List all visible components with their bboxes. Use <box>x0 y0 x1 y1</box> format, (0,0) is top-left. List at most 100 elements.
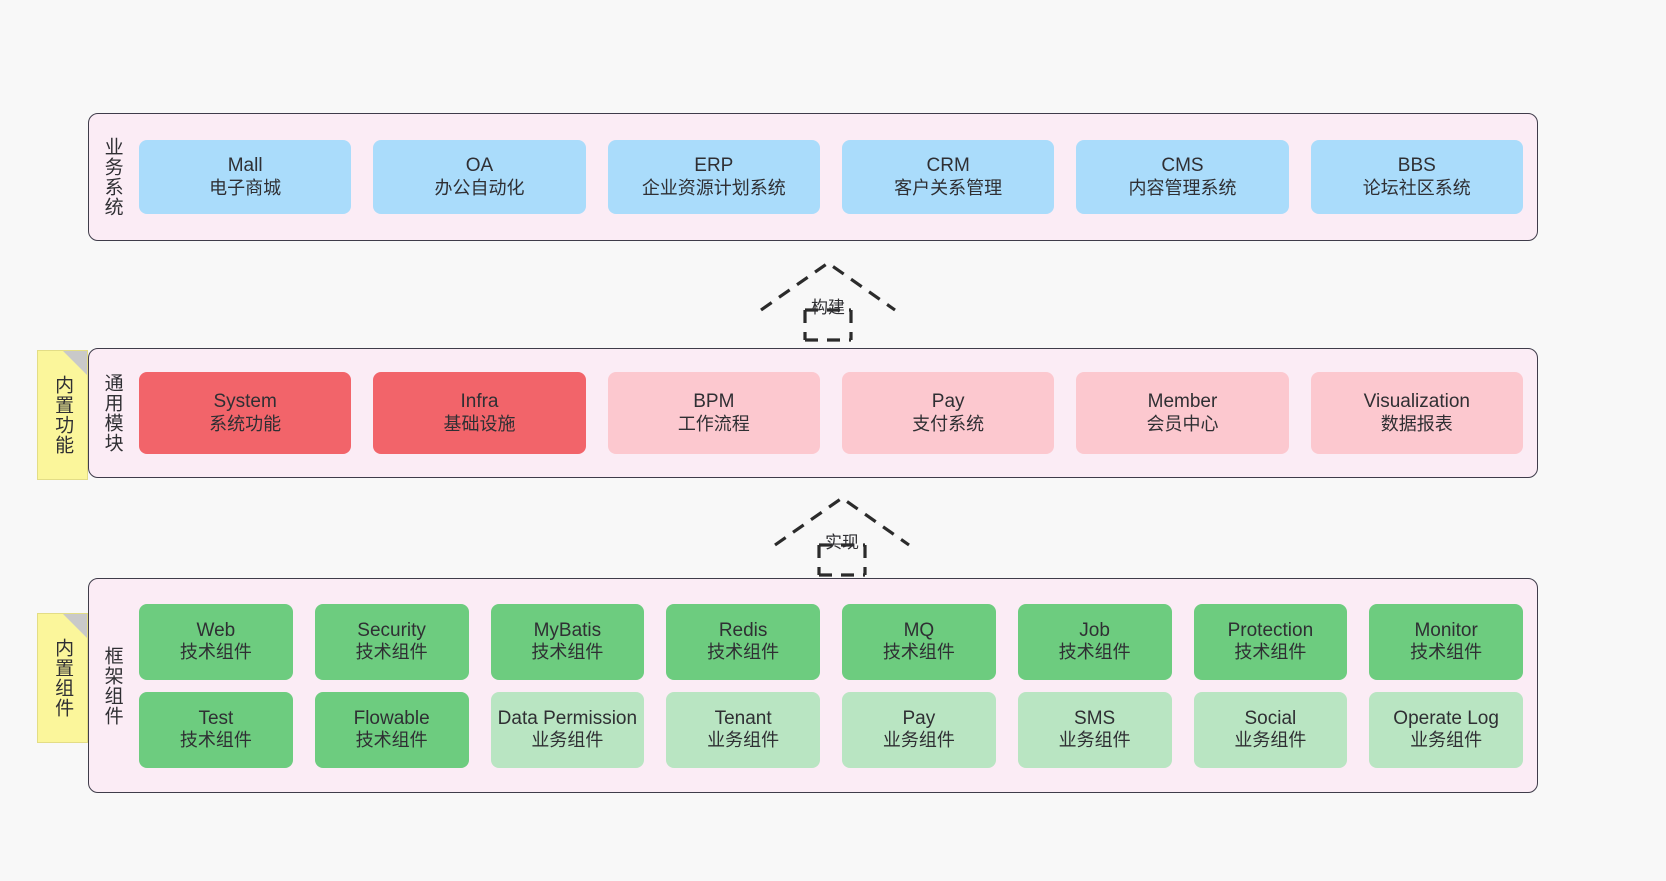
component-card-sms[interactable]: SMS 业务组件 <box>1017 691 1172 768</box>
common-module-layer: 通用模块 System 系统功能 Infra 基础设施 BPM 工作流程 Pay… <box>88 348 1538 478</box>
module-card-member[interactable]: Member 会员中心 <box>1076 372 1289 454</box>
card-title: OA <box>465 155 494 177</box>
card-subtitle: 技术组件 <box>882 642 955 663</box>
business-card-erp[interactable]: ERP 企业资源计划系统 <box>607 140 820 214</box>
business-system-cards: Mall 电子商城 OA 办公自动化 ERP 企业资源计划系统 CRM 客户关系… <box>135 114 1537 240</box>
card-title: System <box>213 391 277 413</box>
card-title: Member <box>1147 391 1218 413</box>
card-title: Flowable <box>353 707 430 729</box>
card-subtitle: 业务组件 <box>707 730 780 751</box>
business-system-layer-label: 业务系统 <box>101 137 123 217</box>
card-subtitle: 企业资源计划系统 <box>641 177 786 198</box>
card-subtitle: 技术组件 <box>1410 642 1483 663</box>
business-card-bbs[interactable]: BBS 论坛社区系统 <box>1310 140 1523 214</box>
card-subtitle: 业务组件 <box>1234 730 1307 751</box>
card-title: Security <box>357 619 426 641</box>
framework-component-cards: Web 技术组件 Security 技术组件 MyBatis 技术组件 Redi… <box>135 579 1537 792</box>
business-card-oa[interactable]: OA 办公自动化 <box>373 140 586 214</box>
arrow-label-implement: 实现 <box>825 533 859 552</box>
card-subtitle: 业务组件 <box>1058 730 1131 751</box>
framework-component-layer: 框架组件 Web 技术组件 Security 技术组件 MyBatis 技术组件… <box>88 578 1538 793</box>
card-subtitle: 业务组件 <box>531 730 604 751</box>
arrow-head-outline <box>774 496 910 547</box>
card-title: Pay <box>902 707 936 729</box>
card-title: CRM <box>926 155 970 177</box>
card-title: BPM <box>693 391 735 413</box>
note-text: 内置功能 <box>52 375 74 455</box>
card-subtitle: 办公自动化 <box>434 177 525 198</box>
card-title: Test <box>198 707 234 729</box>
module-card-system[interactable]: System 系统功能 <box>139 372 352 454</box>
card-title: SMS <box>1074 707 1116 729</box>
card-title: Mall <box>227 155 263 177</box>
component-card-tenant[interactable]: Tenant 业务组件 <box>666 691 820 768</box>
module-card-visualization[interactable]: Visualization 数据报表 <box>1310 372 1523 454</box>
business-system-row: Mall 电子商城 OA 办公自动化 ERP 企业资源计划系统 CRM 客户关系… <box>139 140 1523 214</box>
business-system-layer: 业务系统 Mall 电子商城 OA 办公自动化 ERP 企业资源计划系统 CRM… <box>88 113 1538 241</box>
component-card-security[interactable]: Security 技术组件 <box>314 603 469 680</box>
card-subtitle: 支付系统 <box>912 413 985 434</box>
card-subtitle: 电子商城 <box>209 177 282 198</box>
module-card-pay[interactable]: Pay 支付系统 <box>841 372 1055 454</box>
generalization-arrow-build: 构建 <box>758 258 898 342</box>
card-title: MyBatis <box>533 619 602 641</box>
business-card-cms[interactable]: CMS 内容管理系统 <box>1076 140 1289 214</box>
note-builtin-component: 内置组件 <box>37 613 88 743</box>
card-subtitle: 内容管理系统 <box>1128 177 1237 198</box>
card-title: BBS <box>1397 155 1436 177</box>
generalization-arrow-implement: 实现 <box>772 493 912 577</box>
note-text: 内置组件 <box>52 638 74 718</box>
component-card-web[interactable]: Web 技术组件 <box>139 603 293 680</box>
card-title: Tenant <box>714 707 772 729</box>
card-title: ERP <box>694 155 734 177</box>
card-title: Redis <box>718 619 768 641</box>
card-subtitle: 技术组件 <box>1234 642 1307 663</box>
component-card-data-permission[interactable]: Data Permission 业务组件 <box>490 691 645 768</box>
framework-component-layer-label: 框架组件 <box>101 645 123 726</box>
framework-component-row-2: Test 技术组件 Flowable 技术组件 Data Permission … <box>139 691 1523 768</box>
component-card-mybatis[interactable]: MyBatis 技术组件 <box>490 603 645 680</box>
component-card-operate-log[interactable]: Operate Log 业务组件 <box>1369 691 1523 768</box>
component-card-job[interactable]: Job 技术组件 <box>1017 603 1172 680</box>
card-subtitle: 论坛社区系统 <box>1362 177 1471 198</box>
card-title: Job <box>1079 619 1110 641</box>
arrow-label-build: 构建 <box>811 298 845 317</box>
component-card-flowable[interactable]: Flowable 技术组件 <box>314 691 469 768</box>
common-module-cards: System 系统功能 Infra 基础设施 BPM 工作流程 Pay 支付系统… <box>135 349 1537 477</box>
component-card-monitor[interactable]: Monitor 技术组件 <box>1369 603 1523 680</box>
component-card-redis[interactable]: Redis 技术组件 <box>666 603 820 680</box>
card-title: Infra <box>460 391 499 413</box>
card-title: Social <box>1244 707 1297 729</box>
module-card-bpm[interactable]: BPM 工作流程 <box>607 372 820 454</box>
business-card-mall[interactable]: Mall 电子商城 <box>139 140 352 214</box>
common-module-row: System 系统功能 Infra 基础设施 BPM 工作流程 Pay 支付系统… <box>139 372 1523 454</box>
component-card-protection[interactable]: Protection 技术组件 <box>1193 603 1348 680</box>
component-card-social[interactable]: Social 业务组件 <box>1193 691 1348 768</box>
card-subtitle: 技术组件 <box>355 730 428 751</box>
card-subtitle: 技术组件 <box>707 642 780 663</box>
card-subtitle: 技术组件 <box>355 642 428 663</box>
business-card-crm[interactable]: CRM 客户关系管理 <box>841 140 1055 214</box>
card-subtitle: 工作流程 <box>677 413 750 434</box>
card-subtitle: 业务组件 <box>1410 730 1483 751</box>
card-subtitle: 技术组件 <box>179 730 252 751</box>
card-title: MQ <box>903 619 935 641</box>
card-title: Data Permission <box>497 707 638 729</box>
component-card-pay[interactable]: Pay 业务组件 <box>842 691 996 768</box>
card-subtitle: 技术组件 <box>531 642 604 663</box>
card-subtitle: 业务组件 <box>882 730 955 751</box>
arrow-head-outline <box>760 261 896 312</box>
component-card-test[interactable]: Test 技术组件 <box>139 691 293 768</box>
card-subtitle: 系统功能 <box>209 413 282 434</box>
card-subtitle: 会员中心 <box>1146 413 1219 434</box>
card-subtitle: 技术组件 <box>1058 642 1131 663</box>
card-subtitle: 客户关系管理 <box>894 177 1003 198</box>
framework-component-row-1: Web 技术组件 Security 技术组件 MyBatis 技术组件 Redi… <box>139 603 1523 680</box>
module-card-infra[interactable]: Infra 基础设施 <box>373 372 586 454</box>
card-title: Monitor <box>1414 619 1478 641</box>
card-subtitle: 基础设施 <box>443 413 516 434</box>
common-module-layer-label: 通用模块 <box>101 373 123 453</box>
card-title: Protection <box>1227 619 1314 641</box>
note-fold-corner-icon <box>63 351 87 375</box>
component-card-mq[interactable]: MQ 技术组件 <box>842 603 996 680</box>
